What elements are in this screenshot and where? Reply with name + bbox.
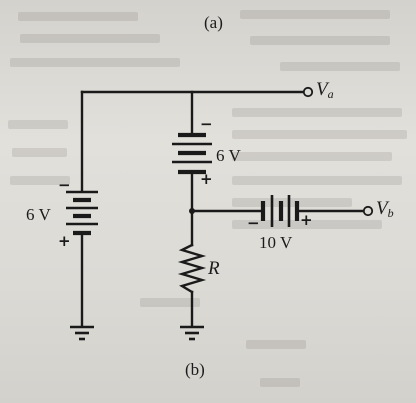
left-battery-voltage: 6 V xyxy=(26,205,51,224)
left-battery-minus: − xyxy=(58,176,71,194)
right-battery-plus: + xyxy=(300,211,313,229)
caption-b: (b) xyxy=(185,360,205,379)
middle-battery-plus: + xyxy=(200,170,213,188)
middle-battery-voltage: 6 V xyxy=(216,146,241,165)
right-battery xyxy=(260,195,300,227)
wires xyxy=(80,90,365,328)
resistor-zigzag xyxy=(177,243,207,294)
terminal-b-circle xyxy=(362,205,374,217)
resistor-label: R xyxy=(208,258,220,279)
caption-a: (a) xyxy=(204,13,223,32)
left-battery xyxy=(66,190,98,236)
right-battery-minus: − xyxy=(247,214,260,232)
terminal-a-label: Va xyxy=(316,79,334,101)
middle-battery-minus: − xyxy=(200,115,213,133)
ground-symbol-left xyxy=(70,325,94,341)
ground-symbol-middle xyxy=(180,325,204,341)
right-battery-voltage: 10 V xyxy=(259,233,293,252)
junction-node xyxy=(189,208,195,214)
middle-battery xyxy=(172,132,212,175)
left-battery-plus: + xyxy=(58,232,71,250)
terminal-b-label: Vb xyxy=(376,198,394,220)
terminal-a-circle xyxy=(302,86,314,98)
